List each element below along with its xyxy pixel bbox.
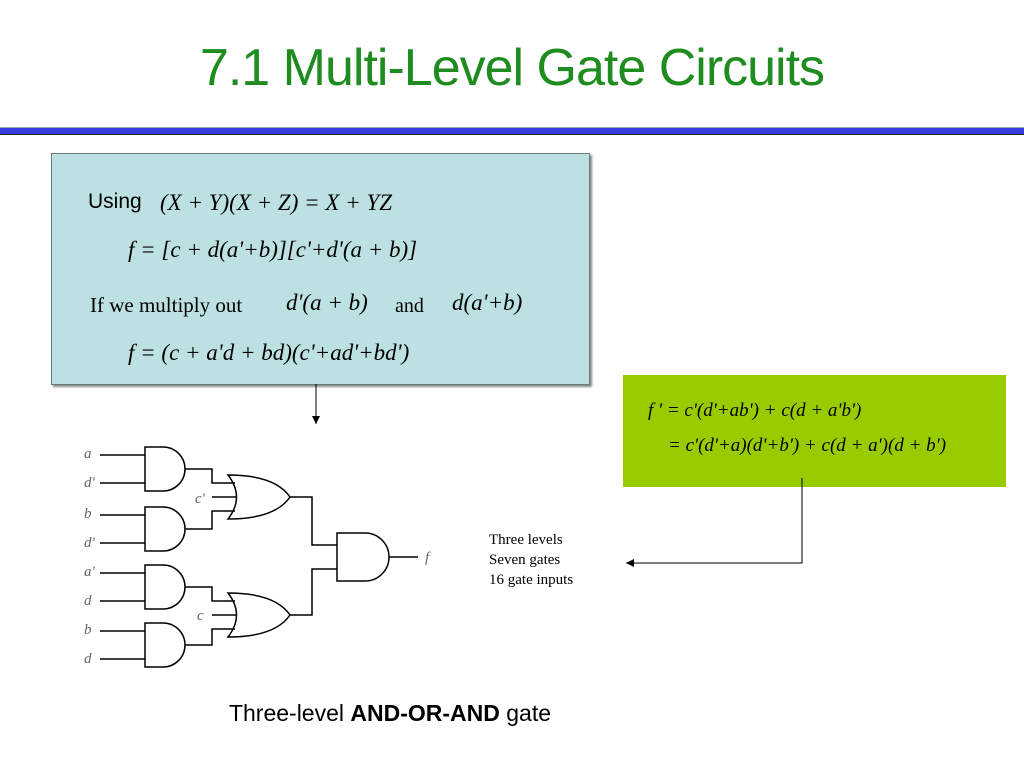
or-input-label-2: c: [197, 608, 204, 624]
derivation-box: [51, 153, 590, 385]
caption: Three-level AND-OR-AND gate: [150, 700, 630, 727]
note-gates: Seven gates: [489, 552, 561, 568]
circuit-notes: Three levels Seven gates 16 gate inputs: [489, 530, 573, 590]
and-gate-4: [144, 622, 186, 668]
and-gate-1: [144, 446, 186, 492]
f-result-equation: f = (c + a'd + bd)(c'+ad'+bd'): [128, 340, 410, 365]
term-1: d'(a + b): [286, 290, 368, 315]
complement-box: [623, 375, 1006, 487]
or-input-label-1: c': [195, 491, 206, 507]
note-inputs: 16 gate inputs: [489, 572, 574, 588]
output-label: f: [425, 550, 431, 566]
caption-suffix: gate: [499, 700, 552, 726]
page-title: 7.1 Multi-Level Gate Circuits: [199, 39, 825, 97]
and-text: and: [395, 295, 424, 317]
multiply-text: If we multiply out: [90, 293, 243, 317]
f-original-equation: f = [c + d(a'+b)][c'+d'(a + b)]: [128, 237, 418, 262]
input-label-7: b: [84, 622, 92, 638]
input-label-3: b: [84, 506, 92, 522]
input-label-5: a': [84, 564, 96, 580]
or-gate-1: [226, 474, 291, 520]
title-divider: [0, 127, 1024, 135]
and-gate-2: [144, 506, 186, 552]
and-gate-3: [144, 564, 186, 610]
caption-bold: AND-OR-AND: [350, 700, 500, 726]
and-gate-final: [336, 532, 390, 582]
using-label: Using: [88, 190, 142, 213]
input-label-8: d: [84, 651, 92, 667]
input-label-4: d': [84, 535, 96, 551]
input-label-1: a: [84, 446, 92, 462]
identity-equation: (X + Y)(X + Z) = X + YZ: [160, 190, 393, 215]
input-label-6: d: [84, 593, 92, 609]
or-gate-2: [226, 592, 291, 638]
note-levels: Three levels: [489, 532, 563, 548]
complement-line-1: f ' = c'(d'+ab') + c(d + a'b'): [648, 400, 862, 421]
complement-line-2: = c'(d'+a)(d'+b') + c(d + a')(d + b'): [668, 435, 947, 456]
input-label-2: d': [84, 475, 96, 491]
notes-arrow: [626, 478, 803, 567]
caption-prefix: Three-level: [228, 700, 351, 726]
term-2: d(a'+b): [452, 290, 523, 315]
